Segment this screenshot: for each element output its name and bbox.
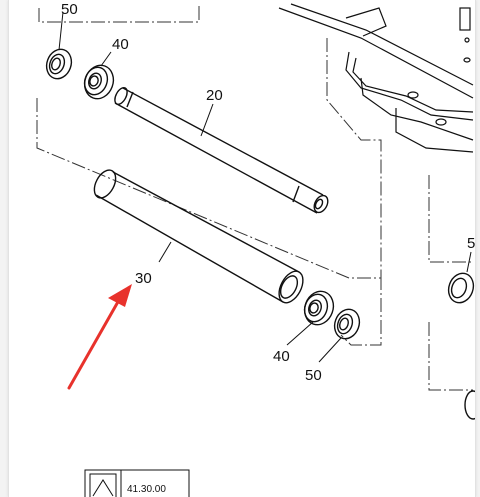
seal-ring-bottom [333,308,361,340]
book-icon [92,479,114,497]
shaft [114,87,329,214]
parts-diagram: 50 40 20 30 40 50 5 41.30.00 [36,1,475,497]
label-shaft: 20 [206,87,223,104]
label-roller: 30 [135,270,152,287]
assembly-boundaries [36,4,473,391]
frame-structure [278,3,474,153]
bearing-top [83,64,115,100]
label-bearing-bottom: 40 [273,348,290,365]
label-right-partial: 5 [467,235,475,252]
red-arrow-icon [67,284,132,390]
leader-lines [58,11,472,363]
bearing-bottom [303,290,335,326]
label-seal-bottom: 50 [305,367,322,384]
diagram-frame: 50 40 20 30 40 50 5 41.30.00 [8,0,476,497]
seal-ring-right-partial [447,272,475,420]
label-seal-top: 50 [61,1,78,18]
footer-reference-box: 41.30.00 [84,469,190,497]
footer-reference-text: 41.30.00 [127,484,166,495]
seal-ring-top [45,48,73,80]
roller [93,169,304,304]
label-bearing-top: 40 [112,36,129,53]
